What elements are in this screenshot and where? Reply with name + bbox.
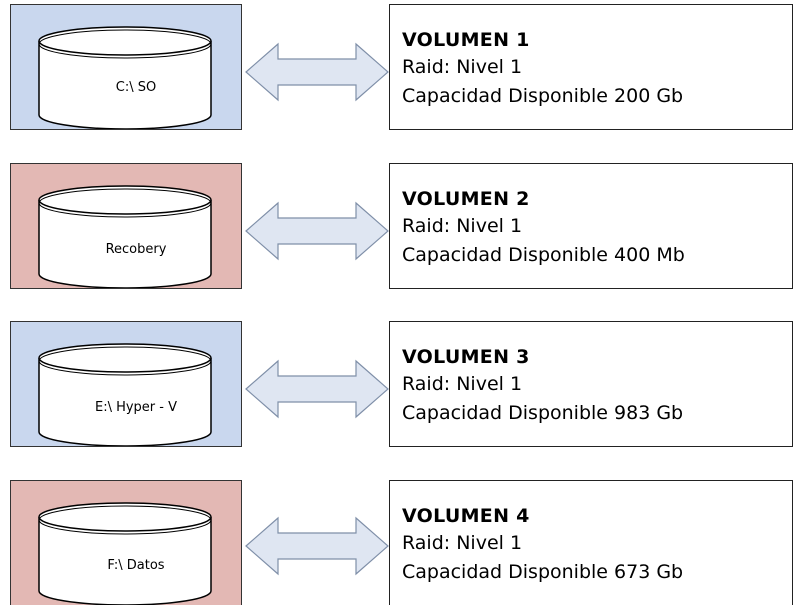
drive-label: Recobery (105, 242, 167, 257)
disk-icon (38, 343, 212, 446)
volume-title: VOLUMEN 2 (402, 188, 530, 210)
disk-icon (38, 26, 212, 129)
drive-box-4: F:\ Datos (10, 480, 242, 605)
volume-row-2: Recobery VOLUMEN 2 Raid: Nivel 1 Capacid… (0, 163, 794, 293)
volume-row-4: F:\ Datos VOLUMEN 4 Raid: Nivel 1 Capaci… (0, 480, 794, 610)
available-capacity: Capacidad Disponible 673 Gb (402, 561, 684, 583)
drive-box-3: E:\ Hyper - V (10, 321, 242, 447)
disk-icon (38, 502, 212, 605)
volume-title: VOLUMEN 3 (402, 346, 530, 368)
drive-label: F:\ Datos (107, 558, 165, 573)
drive-box-2: Recobery (10, 163, 242, 289)
available-capacity: Capacidad Disponible 983 Gb (402, 402, 684, 424)
raid-level: Raid: Nivel 1 (402, 56, 523, 78)
drive-box-1: C:\ SO (10, 4, 242, 130)
volume-info-box-1: VOLUMEN 1 Raid: Nivel 1 Capacidad Dispon… (389, 4, 793, 130)
double-arrow-icon (245, 359, 389, 419)
available-capacity: Capacidad Disponible 400 Mb (402, 244, 685, 266)
drive-label: E:\ Hyper - V (94, 400, 178, 415)
volume-title: VOLUMEN 1 (402, 29, 530, 51)
double-arrow-icon (245, 516, 389, 576)
volume-info-box-3: VOLUMEN 3 Raid: Nivel 1 Capacidad Dispon… (389, 321, 793, 447)
raid-level: Raid: Nivel 1 (402, 532, 523, 554)
available-capacity: Capacidad Disponible 200 Gb (402, 85, 684, 107)
raid-level: Raid: Nivel 1 (402, 373, 523, 395)
double-arrow-icon (245, 201, 389, 261)
volume-title: VOLUMEN 4 (402, 505, 530, 527)
volume-row-3: E:\ Hyper - V VOLUMEN 3 Raid: Nivel 1 Ca… (0, 321, 794, 451)
double-arrow-icon (245, 42, 389, 102)
volume-info-box-4: VOLUMEN 4 Raid: Nivel 1 Capacidad Dispon… (389, 480, 793, 605)
raid-level: Raid: Nivel 1 (402, 215, 523, 237)
volume-row-1: C:\ SO VOLUMEN 1 Raid: Nivel 1 Capacidad… (0, 4, 794, 134)
drive-label: C:\ SO (115, 80, 157, 95)
volume-info-box-2: VOLUMEN 2 Raid: Nivel 1 Capacidad Dispon… (389, 163, 793, 289)
disk-icon (38, 185, 212, 288)
